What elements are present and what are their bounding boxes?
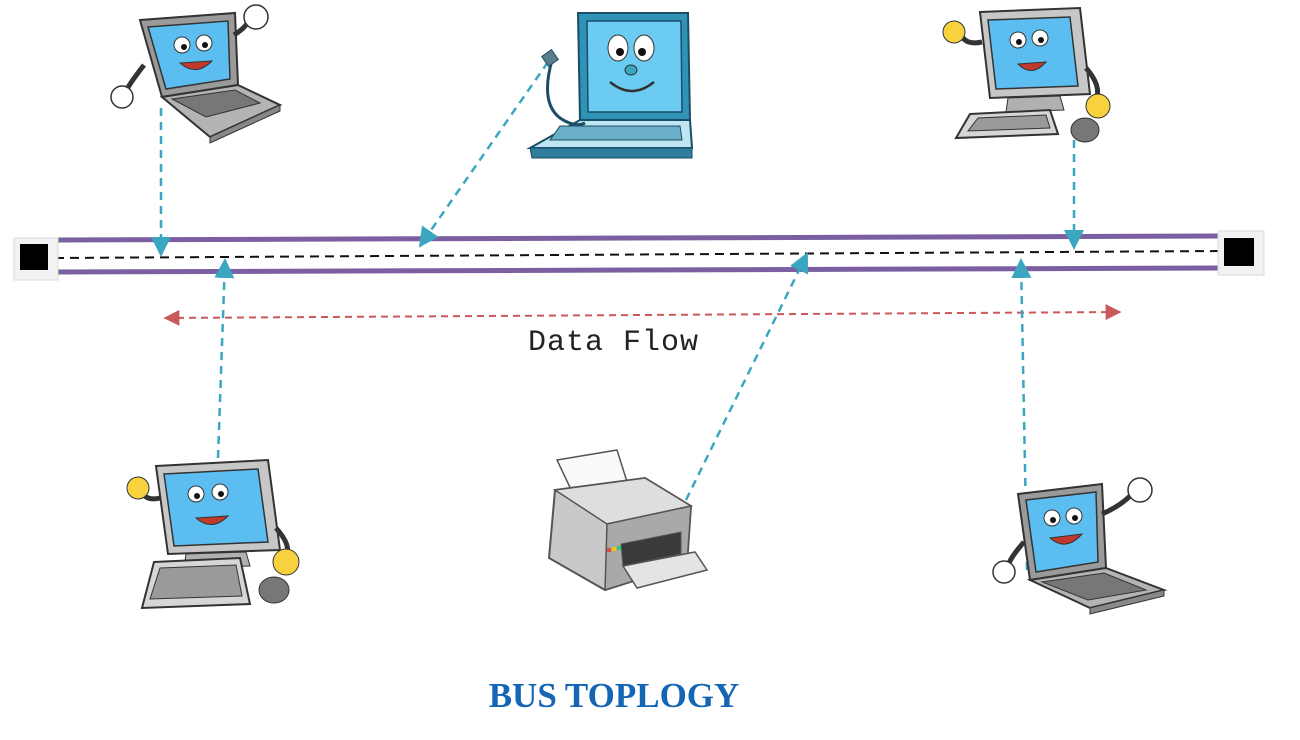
connector-laptop-top-center [418, 61, 550, 248]
smiling-desktop-icon [942, 6, 1111, 143]
data-flow-arrow [163, 304, 1122, 326]
bus-line-dashed [54, 250, 1223, 259]
printer-icon [547, 449, 709, 592]
terminator-left [13, 237, 59, 281]
data-flow-label: Data Flow [528, 326, 700, 360]
connector-printer [684, 252, 809, 501]
waving-laptop-icon [992, 477, 1168, 615]
bus-rail-bottom [54, 265, 1223, 275]
bus-rail-top [54, 233, 1223, 243]
connector-laptop-bottom-right [1011, 258, 1032, 571]
diagram-title: BUS TOPLOGY [488, 676, 740, 715]
smiling-desktop-icon [126, 458, 300, 610]
smiling-laptop-icon [526, 12, 694, 159]
waving-laptop-icon [110, 4, 283, 144]
bus-connectors [151, 61, 1084, 571]
bus-cable [54, 233, 1223, 275]
terminator-right [1217, 230, 1265, 276]
connector-desktop-bottom-left [214, 258, 235, 459]
